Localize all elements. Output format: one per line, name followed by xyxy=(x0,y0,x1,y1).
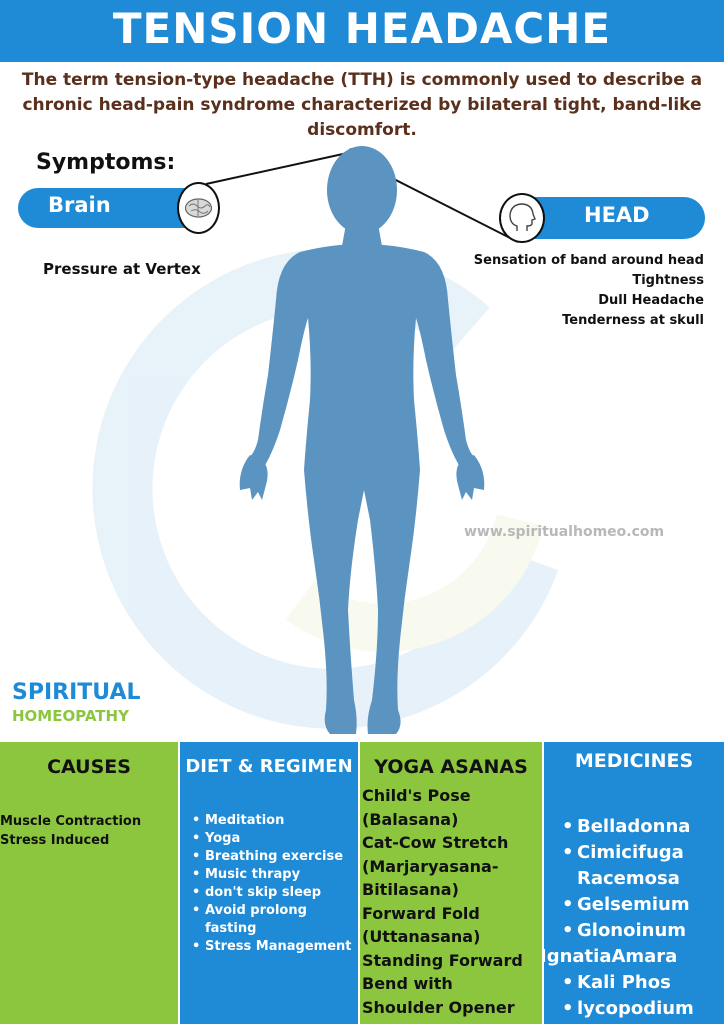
medicines-panel: MEDICINES Belladonna Cimicifuga Racemosa… xyxy=(544,742,724,1024)
head-profile-icon xyxy=(509,203,536,231)
head-note: Tightness xyxy=(632,273,704,288)
diet-item: Breathing exercise xyxy=(190,848,355,866)
medicine-item: Gelsemium xyxy=(544,892,724,918)
human-figure xyxy=(239,146,485,734)
brand-name-line1: SPIRITUAL xyxy=(12,680,141,705)
diet-regimen-panel: DIET & REGIMEN Meditation Yoga Breathing… xyxy=(180,742,358,1024)
yoga-line: (Uttanasana) xyxy=(362,927,481,946)
diet-item: don't skip sleep xyxy=(190,884,355,902)
diet-item: Music thrapy xyxy=(190,866,355,884)
medicine-item: Cimicifuga Racemosa xyxy=(544,840,724,892)
yoga-line: Bitilasana) xyxy=(362,880,459,899)
brand-name-line2: HOMEOPATHY xyxy=(12,707,129,725)
title-banner xyxy=(0,0,724,62)
head-note: Tenderness at skull xyxy=(562,313,704,328)
head-symptom-notes: Sensation of band around head Tightness … xyxy=(434,251,704,331)
page-title: TENSION HEADACHE xyxy=(112,4,612,53)
cause-item: Stress Induced xyxy=(0,833,110,848)
yoga-line: Standing Forward xyxy=(362,950,523,970)
yoga-line: (Balasana) xyxy=(362,809,459,829)
causes-panel: CAUSES Muscle Contraction Stress Induced xyxy=(0,742,178,1024)
diet-item: Avoid prolong fasting xyxy=(190,902,355,938)
yoga-asanas-panel: YOGA ASANAS Child's Pose (Balasana) Cat-… xyxy=(360,742,542,1024)
medicine-item: IgnatiaAmara xyxy=(544,946,678,967)
brain-icon-frame xyxy=(177,182,220,234)
head-label: HEAD xyxy=(584,203,650,227)
head-note: Dull Headache xyxy=(598,293,704,308)
head-icon-frame xyxy=(499,193,545,243)
head-note: Sensation of band around head xyxy=(473,253,704,268)
brain-pill xyxy=(18,188,208,228)
intro-text: The term tension-type headache (TTH) is … xyxy=(21,70,703,140)
yoga-line: (Marjaryasana- xyxy=(362,856,499,876)
medicine-item: Kali Phos xyxy=(544,970,724,996)
medicine-item: Belladonna xyxy=(544,814,724,840)
yoga-list: Child's Pose (Balasana) Cat-Cow Stretch … xyxy=(362,784,540,1019)
diet-item: Yoga xyxy=(190,830,355,848)
causes-title: CAUSES xyxy=(47,756,131,778)
symptoms-heading: Symptoms: xyxy=(36,150,176,175)
yoga-line: Shoulder Opener xyxy=(362,997,515,1017)
diet-title: DIET & REGIMEN xyxy=(185,756,353,777)
yoga-line: Bend with xyxy=(362,974,453,993)
medicines-list: Belladonna Cimicifuga Racemosa Gelsemium… xyxy=(544,814,724,1022)
website-watermark: www.spiritualhomeo.com xyxy=(464,524,665,540)
head-connector-line xyxy=(379,171,519,243)
yoga-title: YOGA ASANAS xyxy=(374,756,528,778)
diet-list: Meditation Yoga Breathing exercise Music… xyxy=(190,812,355,956)
medicine-item: lycopodium xyxy=(544,996,724,1022)
yoga-line: Forward Fold xyxy=(362,903,480,923)
brain-icon xyxy=(184,198,213,218)
medicine-item: Glonoinum xyxy=(544,918,724,944)
brain-symptom-note: Pressure at Vertex xyxy=(43,260,201,278)
medicines-title: MEDICINES xyxy=(574,750,694,772)
brain-label: Brain xyxy=(48,193,111,217)
diet-item: Stress Management xyxy=(190,938,355,956)
diet-item: Meditation xyxy=(190,812,355,830)
yoga-line: Cat-Cow Stretch xyxy=(362,833,509,852)
cause-item: Muscle Contraction xyxy=(0,814,142,829)
causes-list: Muscle Contraction Stress Induced xyxy=(0,812,141,850)
yoga-line: Child's Pose xyxy=(362,786,471,805)
brain-connector-line xyxy=(205,151,353,185)
